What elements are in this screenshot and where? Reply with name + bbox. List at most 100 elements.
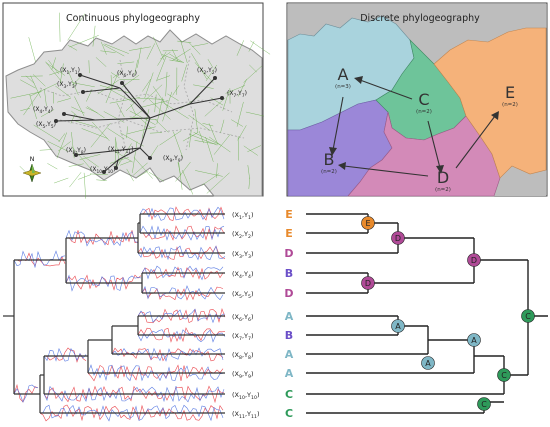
trajectory-segment bbox=[71, 110, 82, 120]
trajectory-segment bbox=[213, 133, 231, 155]
trajectory-segment bbox=[169, 59, 184, 63]
trajectory-segment bbox=[245, 111, 265, 117]
trajectory-segment bbox=[120, 160, 132, 166]
trajectory-segment bbox=[44, 89, 47, 107]
trajectory-segment bbox=[191, 53, 208, 80]
trajectory-segment bbox=[79, 154, 101, 160]
trajectory-segment bbox=[71, 82, 95, 88]
trajectory-segment bbox=[142, 84, 163, 103]
trajectory-segment bbox=[237, 79, 247, 97]
trajectory-segment bbox=[173, 131, 183, 158]
trajectory-segment bbox=[205, 64, 218, 82]
arrow-a-to-b bbox=[332, 96, 344, 151]
trajectory-segment bbox=[154, 94, 157, 113]
trajectory-segment bbox=[100, 50, 116, 53]
trace-blue bbox=[141, 285, 224, 301]
trajectory-segment bbox=[144, 72, 154, 98]
country-border bbox=[39, 87, 233, 113]
tip-coordinate-label: (X3,Y3) bbox=[232, 250, 254, 260]
trace-red bbox=[137, 307, 226, 324]
trajectory-segment bbox=[165, 71, 168, 97]
trajectory-segment bbox=[132, 110, 143, 118]
trace-blue bbox=[139, 225, 225, 241]
trajectory-segment bbox=[194, 62, 214, 84]
trajectory-segment bbox=[114, 138, 116, 170]
location-point bbox=[148, 156, 152, 160]
arrowhead-icon bbox=[354, 76, 363, 84]
location-point bbox=[114, 166, 118, 170]
ancestral-node bbox=[391, 319, 405, 333]
tip-coordinate-label: (X2,Y2) bbox=[232, 230, 254, 240]
location-label: (X6,Y6) bbox=[117, 70, 137, 79]
trajectory-segment bbox=[249, 64, 257, 73]
trajectory-segment bbox=[110, 72, 120, 79]
trace-red bbox=[13, 383, 39, 403]
ancestral-node bbox=[477, 397, 491, 411]
region-labels: A(n=3)B(n=2)C(n=2)D(n=2)E(n=2) bbox=[321, 65, 518, 193]
ancestral-state-label: A bbox=[395, 322, 401, 331]
trajectory-segment bbox=[171, 49, 179, 62]
location-point bbox=[74, 153, 78, 157]
trace-red bbox=[141, 286, 224, 301]
ancestral-state-label: C bbox=[501, 371, 507, 380]
trajectory-segment bbox=[236, 101, 244, 127]
trajectory-segment bbox=[204, 97, 226, 117]
tree-branch bbox=[121, 82, 151, 119]
tip-coordinate-label: (X6,Y6) bbox=[232, 313, 254, 323]
trace-blue bbox=[39, 404, 224, 422]
trajectory-segment bbox=[127, 126, 156, 135]
location-label: (X4,Y4) bbox=[33, 106, 53, 115]
trajectory-segment bbox=[120, 132, 144, 147]
tip-state-label: A bbox=[285, 367, 294, 380]
trajectory-segment bbox=[153, 36, 165, 61]
trace-red bbox=[65, 230, 139, 246]
ancestral-state-label: D bbox=[471, 256, 477, 265]
tree-branch bbox=[189, 77, 216, 105]
trajectory-segment bbox=[193, 132, 221, 146]
trajectory-segment bbox=[51, 57, 56, 70]
tip-state-label: C bbox=[285, 407, 293, 420]
ancestral-node bbox=[421, 356, 435, 370]
trajectory-segment bbox=[208, 136, 231, 153]
ancestral-node bbox=[467, 333, 481, 347]
trace-red bbox=[137, 245, 226, 260]
tree-branch bbox=[103, 159, 119, 173]
ancestral-state-label: A bbox=[471, 336, 477, 345]
trajectory-segment bbox=[59, 12, 61, 42]
trajectory-segment bbox=[25, 75, 35, 84]
trajectory-segment bbox=[33, 124, 61, 142]
trajectory-segment bbox=[160, 51, 171, 60]
arrowhead-icon bbox=[329, 147, 337, 156]
ancestral-state-label: D bbox=[395, 234, 401, 243]
region-letter-a: A bbox=[338, 65, 349, 84]
trajectory-segment bbox=[54, 177, 69, 184]
trajectory-segment bbox=[133, 157, 153, 179]
tip-state-label: B bbox=[285, 267, 293, 280]
tree-branch bbox=[117, 147, 141, 161]
trajectory-segment bbox=[162, 91, 173, 122]
ancestral-node bbox=[391, 231, 405, 245]
ancestral-node bbox=[361, 276, 375, 290]
tip-coordinate-label: (X7,Y7) bbox=[232, 332, 254, 342]
trajectory-segment bbox=[243, 145, 258, 156]
trajectory-segment bbox=[57, 98, 71, 103]
trajectory-segment bbox=[81, 128, 108, 139]
trajectory-segment bbox=[91, 121, 110, 141]
arrow-d-to-b bbox=[343, 165, 429, 177]
region-letter-c: C bbox=[418, 90, 429, 109]
trajectory-segment bbox=[107, 128, 125, 140]
tree-branch bbox=[94, 117, 151, 121]
trajectory-segment bbox=[155, 119, 169, 133]
discrete-panel: A(n=3)B(n=2)C(n=2)D(n=2)E(n=2) Discrete … bbox=[286, 2, 548, 197]
tip-state-label: E bbox=[285, 227, 293, 240]
trajectory-segment bbox=[40, 109, 55, 117]
trajectory-segment bbox=[193, 84, 214, 89]
trajectory-segment bbox=[67, 13, 86, 41]
location-label: (X2,Y2) bbox=[197, 67, 217, 76]
trajectory-segment bbox=[182, 170, 194, 195]
tip-coordinates: (X1,Y1)(X2,Y2)(X3,Y3)(X4,Y4)(X5,Y5)(X6,Y… bbox=[232, 211, 259, 420]
trajectory-segment bbox=[129, 46, 151, 51]
ancestral-state-label: E bbox=[365, 219, 370, 228]
